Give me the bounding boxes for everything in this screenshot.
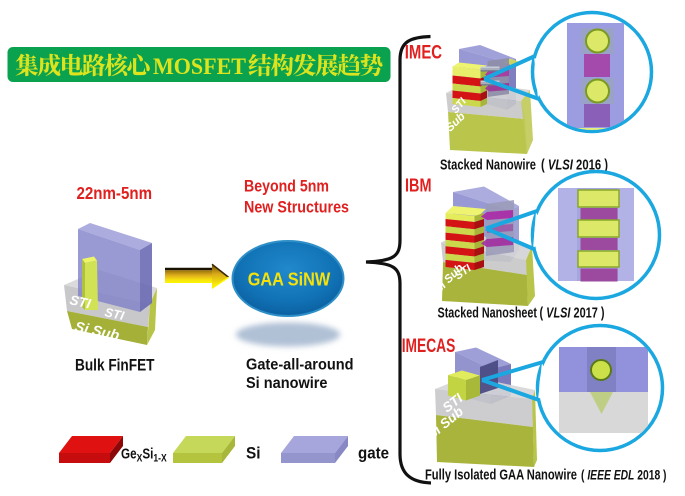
svg-text:Fully Isolated GAA Nanowire: Fully Isolated GAA Nanowire xyxy=(425,468,577,484)
svg-text:STI: STI xyxy=(103,305,125,323)
svg-text:Stacked Nanowire: Stacked Nanowire xyxy=(440,157,536,173)
svg-text:Si: Si xyxy=(246,444,261,463)
svg-text:GAA SiNW: GAA SiNW xyxy=(248,269,331,290)
svg-text:STI: STI xyxy=(68,292,92,311)
svg-text:gate: gate xyxy=(358,444,389,463)
svg-text:( IEEE EDL 2018 ): ( IEEE EDL 2018 ) xyxy=(581,467,667,483)
svg-text:Gate-all-around: Gate-all-around xyxy=(246,356,354,373)
svg-text:( VLSI 2017 ): ( VLSI 2017 ) xyxy=(540,306,605,322)
svg-text:IMECAS: IMECAS xyxy=(402,335,456,357)
svg-text:IMEC: IMEC xyxy=(405,42,442,64)
svg-text:New Structures: New Structures xyxy=(244,197,349,216)
svg-text:GeXSi1-X: GeXSi1-X xyxy=(121,445,167,465)
svg-text:( VLSI 2016 ): ( VLSI 2016 ) xyxy=(541,157,608,173)
svg-text:Bulk FinFET: Bulk FinFET xyxy=(75,357,155,375)
svg-text:IBM: IBM xyxy=(405,176,432,196)
svg-text:Stacked Nanosheet: Stacked Nanosheet xyxy=(438,306,538,322)
svg-text:22nm-5nm: 22nm-5nm xyxy=(77,183,153,203)
svg-text:MOSFET: MOSFET xyxy=(153,54,246,79)
svg-text:Si nanowire: Si nanowire xyxy=(246,375,328,392)
svg-text:Beyond 5nm: Beyond 5nm xyxy=(244,177,329,196)
